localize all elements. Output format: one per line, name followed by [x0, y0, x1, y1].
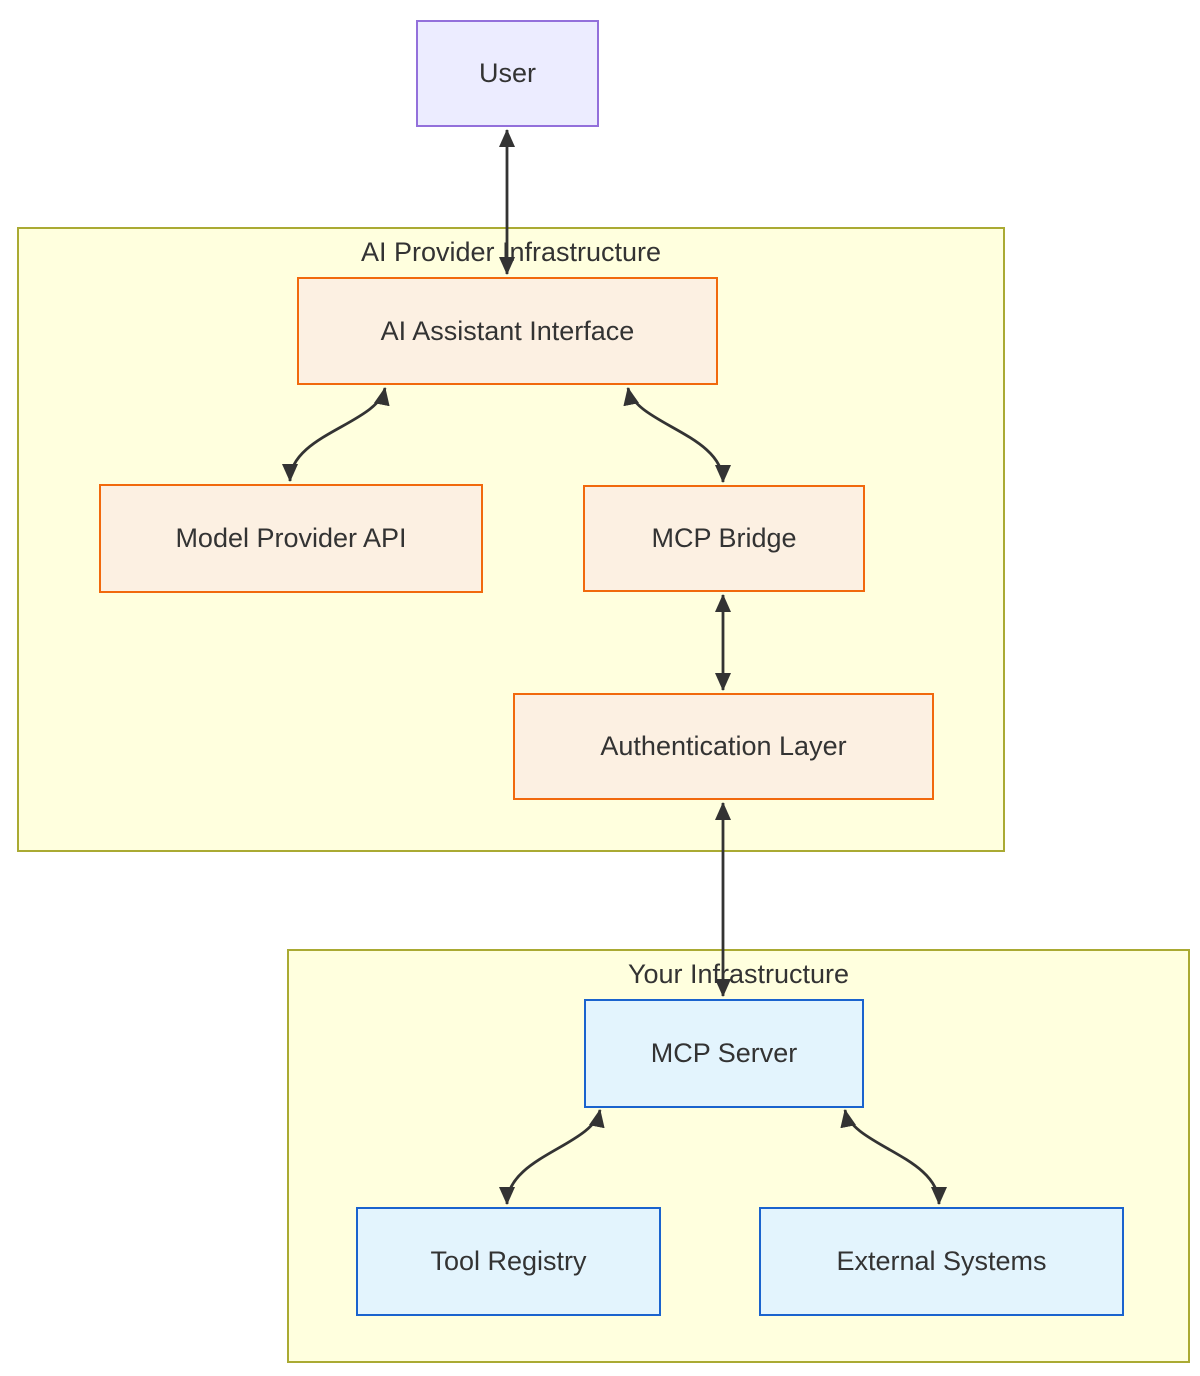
node-mcp-server: MCP Server [584, 999, 864, 1108]
node-mcp-server-label: MCP Server [650, 1038, 798, 1068]
node-authentication-layer-label: Authentication Layer [600, 731, 847, 761]
node-ai-assistant-interface: AI Assistant Interface [297, 277, 718, 385]
node-authentication-layer: Authentication Layer [513, 693, 934, 800]
node-user-label: User [478, 58, 536, 88]
node-tool-registry: Tool Registry [356, 1207, 661, 1316]
node-tool-registry-label: Tool Registry [430, 1246, 587, 1276]
node-ai-assistant-interface-label: AI Assistant Interface [380, 315, 635, 346]
node-external-systems-label: External Systems [836, 1246, 1047, 1276]
node-model-provider-api: Model Provider API [99, 484, 483, 593]
cluster-title-your-infrastructure: Your Infrastructure [627, 959, 850, 989]
edge-mcp-server-tool-registry [499, 1109, 605, 1205]
node-mcp-bridge-label: MCP Bridge [651, 523, 797, 553]
node-user: User [416, 20, 599, 127]
edge-ai-assistant-mcp-bridge [623, 387, 731, 483]
node-external-systems: External Systems [759, 1207, 1124, 1316]
node-mcp-bridge: MCP Bridge [583, 485, 865, 592]
node-model-provider-api-label: Model Provider API [175, 523, 407, 553]
edge-ai-assistant-model-provider [282, 387, 390, 482]
edge-mcp-server-external-systems [840, 1109, 947, 1205]
